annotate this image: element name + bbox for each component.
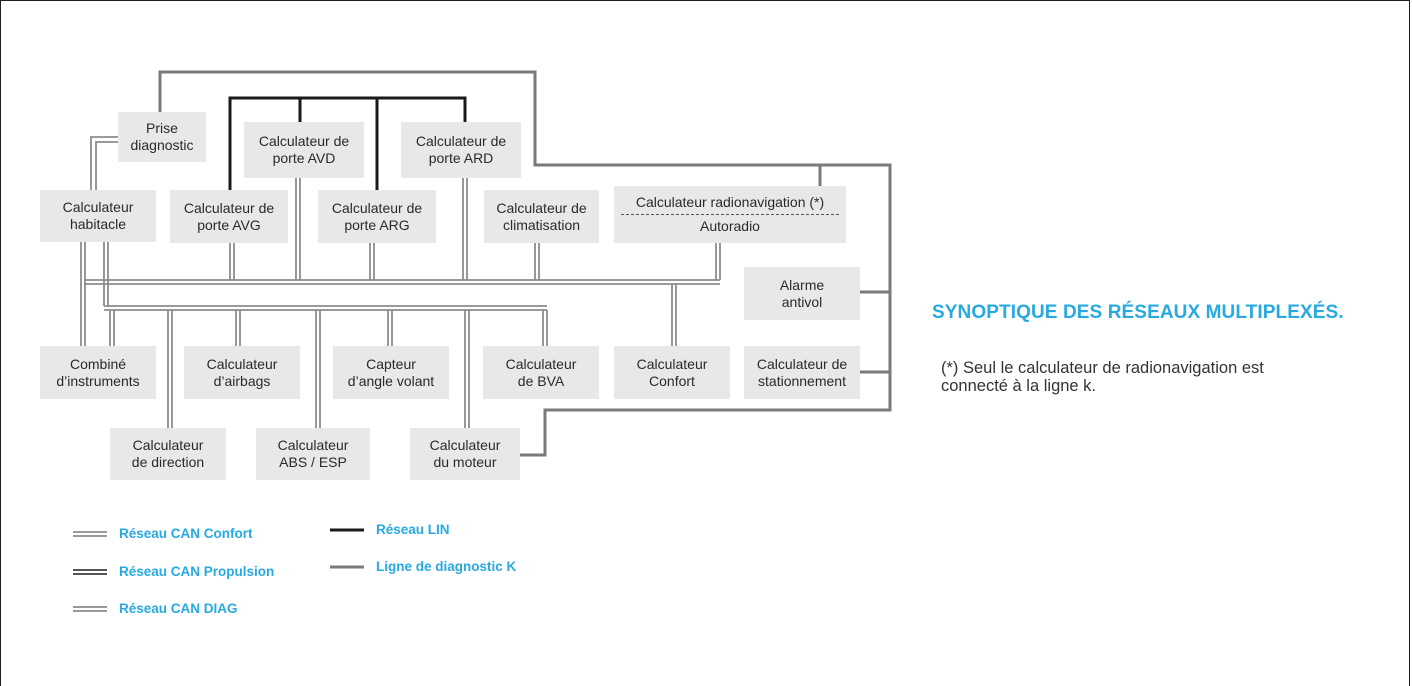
legend-can-diag-swatch: [73, 605, 107, 612]
box-calculateur-airbags: Calculateur d’airbags: [184, 346, 300, 399]
porte-arg-line2: porte ARG: [344, 216, 410, 233]
legend-can-propulsion-label: Réseau CAN Propulsion: [119, 564, 275, 579]
box-calculateur-climatisation: Calculateur de climatisation: [484, 190, 599, 243]
can-wiring: [80, 136, 721, 428]
box-calculateur-stationnement: Calculateur de stationnement: [744, 346, 860, 399]
angle-volant-line2: d’angle volant: [347, 372, 435, 389]
box-calculateur-porte-avd: Calculateur de porte AVD: [244, 122, 364, 178]
box-calculateur-moteur: Calculateur du moteur: [410, 428, 520, 480]
porte-ard-line1: Calculateur de: [415, 133, 507, 149]
climatisation-line1: Calculateur de: [496, 199, 587, 216]
habitacle-line1: Calculateur: [62, 199, 134, 215]
box-calculateur-radionavigation: Calculateur radionavigation (*) Autoradi…: [614, 186, 846, 243]
abs-esp-line1: Calculateur: [277, 437, 349, 453]
legend-can-propulsion: Réseau CAN Propulsion: [73, 564, 274, 579]
prise-diagnostic-line1: Prise: [146, 120, 178, 136]
legend-lin-label: Réseau LIN: [376, 522, 450, 537]
box-calculateur-abs-esp: Calculateur ABS / ESP: [256, 428, 370, 480]
habitacle-line2: habitacle: [69, 216, 127, 232]
autoradio-label: Autoradio: [700, 218, 760, 234]
lin-wiring: [228, 96, 467, 190]
box-calculateur-bva: Calculateur de BVA: [483, 346, 599, 399]
box-prise-diagnostic: Prise diagnostic: [118, 112, 206, 162]
stationnement-line2: stationnement: [758, 372, 846, 389]
radionavigation-label: Calculateur radionavigation (*): [635, 194, 825, 210]
porte-arg-line1: Calculateur de: [331, 199, 423, 216]
box-calculateur-direction: Calculateur de direction: [110, 428, 226, 480]
footnote: (*) Seul le calculateur de radionavigati…: [941, 359, 1264, 395]
porte-ard-line2: porte ARD: [428, 150, 494, 166]
angle-volant-line1: Capteur: [366, 355, 416, 372]
confort-line2: Confort: [649, 372, 695, 389]
moteur-line1: Calculateur: [429, 437, 501, 453]
legend-diag-k-label: Ligne de diagnostic K: [376, 559, 517, 574]
legend-can-confort-label: Réseau CAN Confort: [119, 526, 253, 541]
alarme-line2: antivol: [781, 293, 823, 310]
porte-avg-line1: Calculateur de: [183, 199, 275, 216]
alarme-line1: Alarme: [779, 276, 825, 293]
combine-line2: d’instruments: [56, 372, 140, 389]
abs-esp-line2: ABS / ESP: [279, 454, 347, 470]
box-calculateur-porte-avg: Calculateur de porte AVG: [170, 190, 288, 243]
box-combine-instruments: Combiné d’instruments: [40, 346, 156, 399]
legend-lin: Réseau LIN: [330, 522, 450, 537]
box-calculateur-confort: Calculateur Confort: [614, 346, 730, 399]
box-calculateur-porte-ard: Calculateur de porte ARD: [401, 122, 521, 178]
confort-line1: Calculateur: [636, 355, 708, 372]
combine-line1: Combiné: [69, 355, 127, 372]
climatisation-line2: climatisation: [502, 216, 581, 233]
legend-diag-k-swatch: [330, 565, 364, 568]
airbags-line2: d’airbags: [213, 372, 271, 389]
legend-can-propulsion-swatch: [73, 568, 107, 575]
box-calculateur-habitacle: Calculateur habitacle: [40, 190, 156, 242]
legend-can-confort-swatch: [73, 530, 107, 537]
box-alarme-antivol: Alarme antivol: [744, 267, 860, 320]
legend-lin-swatch: [330, 528, 364, 531]
box-capteur-angle-volant: Capteur d’angle volant: [333, 346, 449, 399]
bva-line2: de BVA: [517, 372, 565, 389]
radionavigation-divider: [620, 214, 840, 215]
porte-avd-line2: porte AVD: [272, 150, 336, 166]
page-title: SYNOPTIQUE DES RÉSEAUX MULTIPLEXÉS.: [932, 302, 1344, 323]
porte-avd-line1: Calculateur de: [258, 133, 350, 149]
legend-can-diag-label: Réseau CAN DIAG: [119, 601, 238, 616]
bva-line1: Calculateur: [505, 355, 577, 372]
legend-diag-k: Ligne de diagnostic K: [330, 559, 516, 574]
prise-diagnostic-line2: diagnostic: [130, 137, 194, 153]
moteur-line2: du moteur: [433, 454, 497, 470]
legend-can-diag: Réseau CAN DIAG: [73, 601, 238, 616]
porte-avg-line2: porte AVG: [197, 216, 261, 233]
airbags-line1: Calculateur: [206, 355, 278, 372]
legend-can-confort: Réseau CAN Confort: [73, 526, 253, 541]
direction-line1: Calculateur: [132, 437, 204, 453]
box-calculateur-porte-arg: Calculateur de porte ARG: [318, 190, 436, 243]
direction-line2: de direction: [131, 454, 205, 470]
k-line-wiring: [158, 70, 892, 457]
stationnement-line1: Calculateur de: [756, 355, 848, 372]
